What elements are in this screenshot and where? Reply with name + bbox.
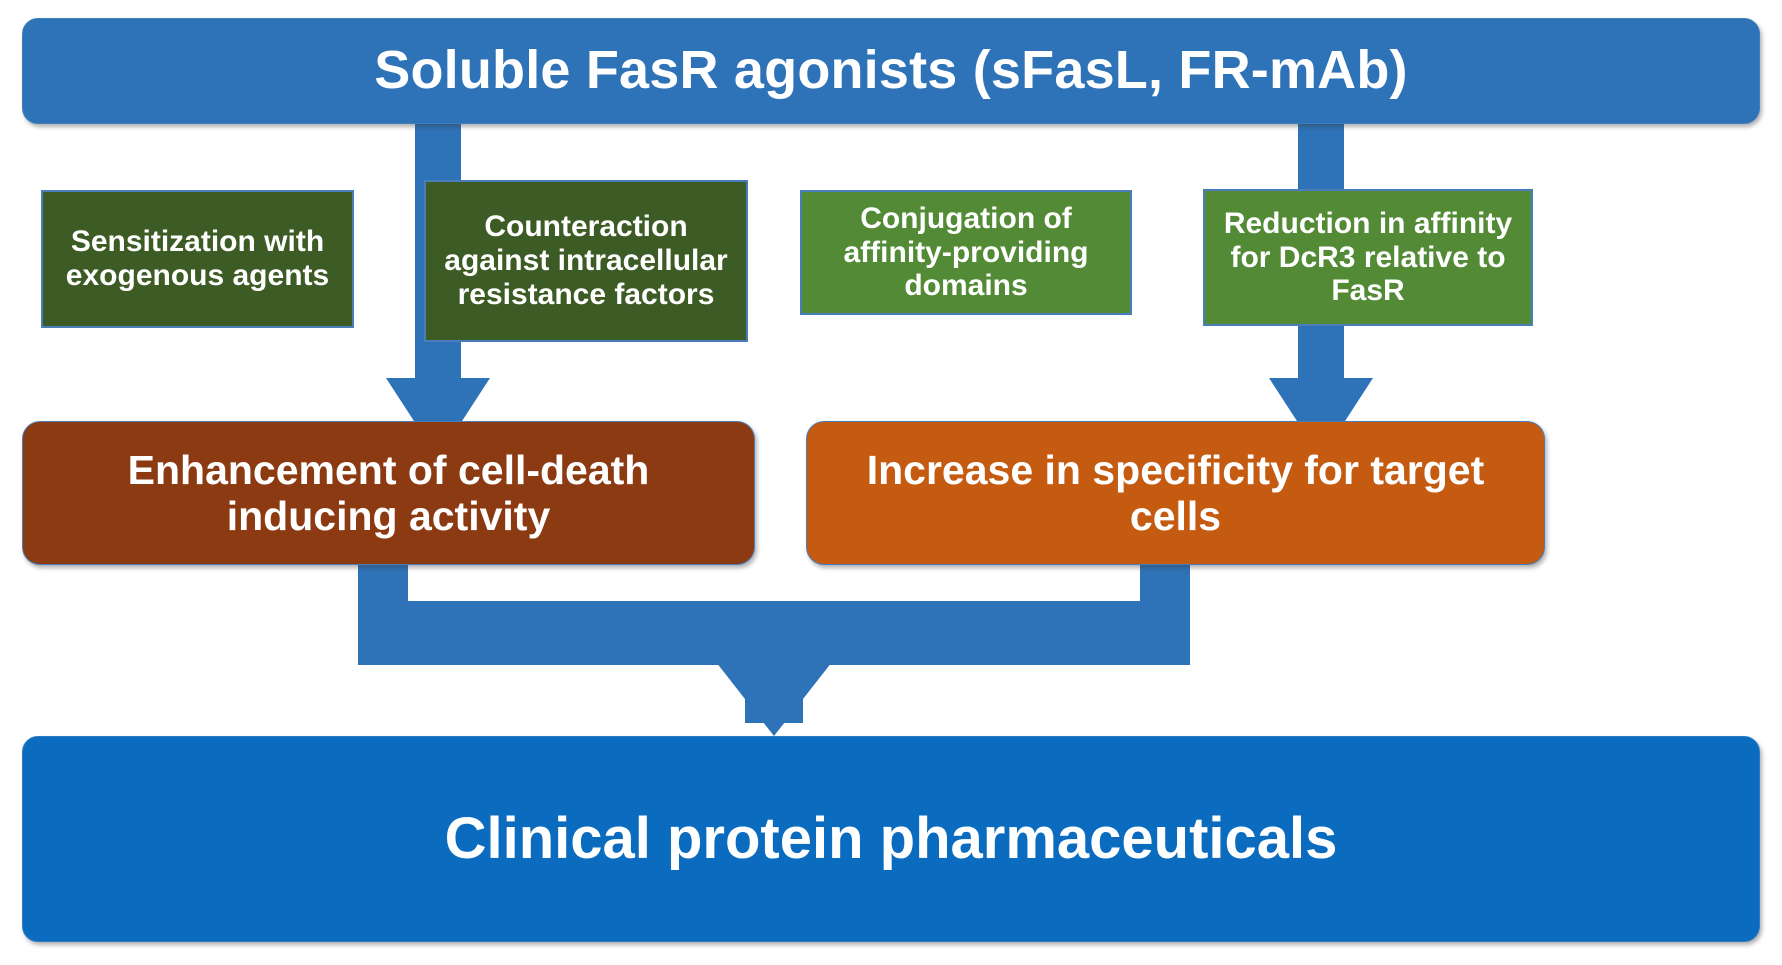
node-clinical-protein-pharmaceuticals: Clinical protein pharmaceuticals [22,736,1760,942]
node-outcome-specificity: Increase in specificity for target cells [806,421,1545,565]
node-strategy-sensitization: Sensitization with exogenous agents [41,190,354,328]
node-strategy-reduction-affinity: Reduction in affinity for DcR3 relative … [1203,189,1533,326]
arrow-head-to-pharmaceuticals [716,662,832,736]
arrow-merge-bar [358,601,1190,665]
node-outcome-enhancement: Enhancement of cell-death inducing activ… [22,421,755,565]
node-soluble-fasr-agonists: Soluble FasR agonists (sFasL, FR-mAb) [22,18,1760,124]
node-strategy-counteraction: Counteraction against intracellular resi… [424,180,748,342]
node-strategy-conjugation: Conjugation of affinity-providing domain… [800,190,1132,315]
